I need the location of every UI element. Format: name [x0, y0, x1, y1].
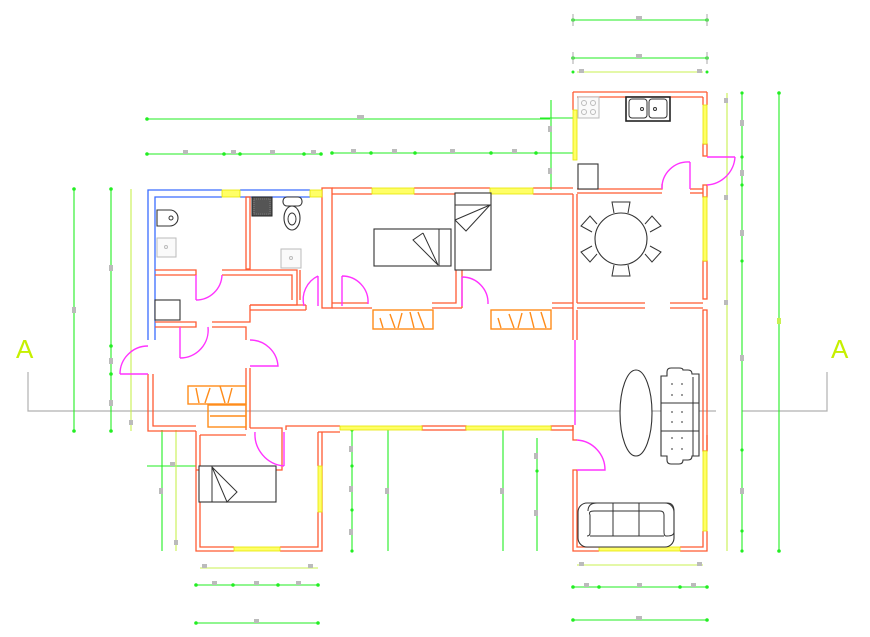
section-marker-left: A	[16, 334, 34, 364]
wardrobes	[187, 309, 552, 428]
washbasin-icon-2	[280, 248, 302, 269]
sofa-icon-2	[577, 502, 675, 548]
counter-unit-icon	[577, 163, 599, 190]
stove-icon	[577, 96, 600, 119]
coffee-table-icon	[619, 369, 653, 457]
dimension-lines	[72, 14, 781, 625]
sofa-icon-1	[660, 367, 700, 465]
windows	[221, 104, 708, 552]
section-line-a	[27, 372, 828, 412]
shower-tray-icon	[251, 196, 273, 217]
dining-table-icon	[580, 201, 662, 277]
appliance-box-icon	[154, 299, 181, 321]
walls	[147, 91, 708, 552]
double-sink-icon	[625, 96, 671, 122]
toilet-icon-1	[156, 209, 179, 227]
bed-icon-1	[373, 228, 452, 267]
bed-icon-3	[198, 465, 277, 503]
toilet-icon-2	[282, 196, 303, 231]
section-marker-right: A	[831, 334, 849, 364]
bed-icon-2	[454, 192, 492, 271]
washbasin-icon-1	[156, 237, 177, 258]
doors	[119, 156, 736, 471]
